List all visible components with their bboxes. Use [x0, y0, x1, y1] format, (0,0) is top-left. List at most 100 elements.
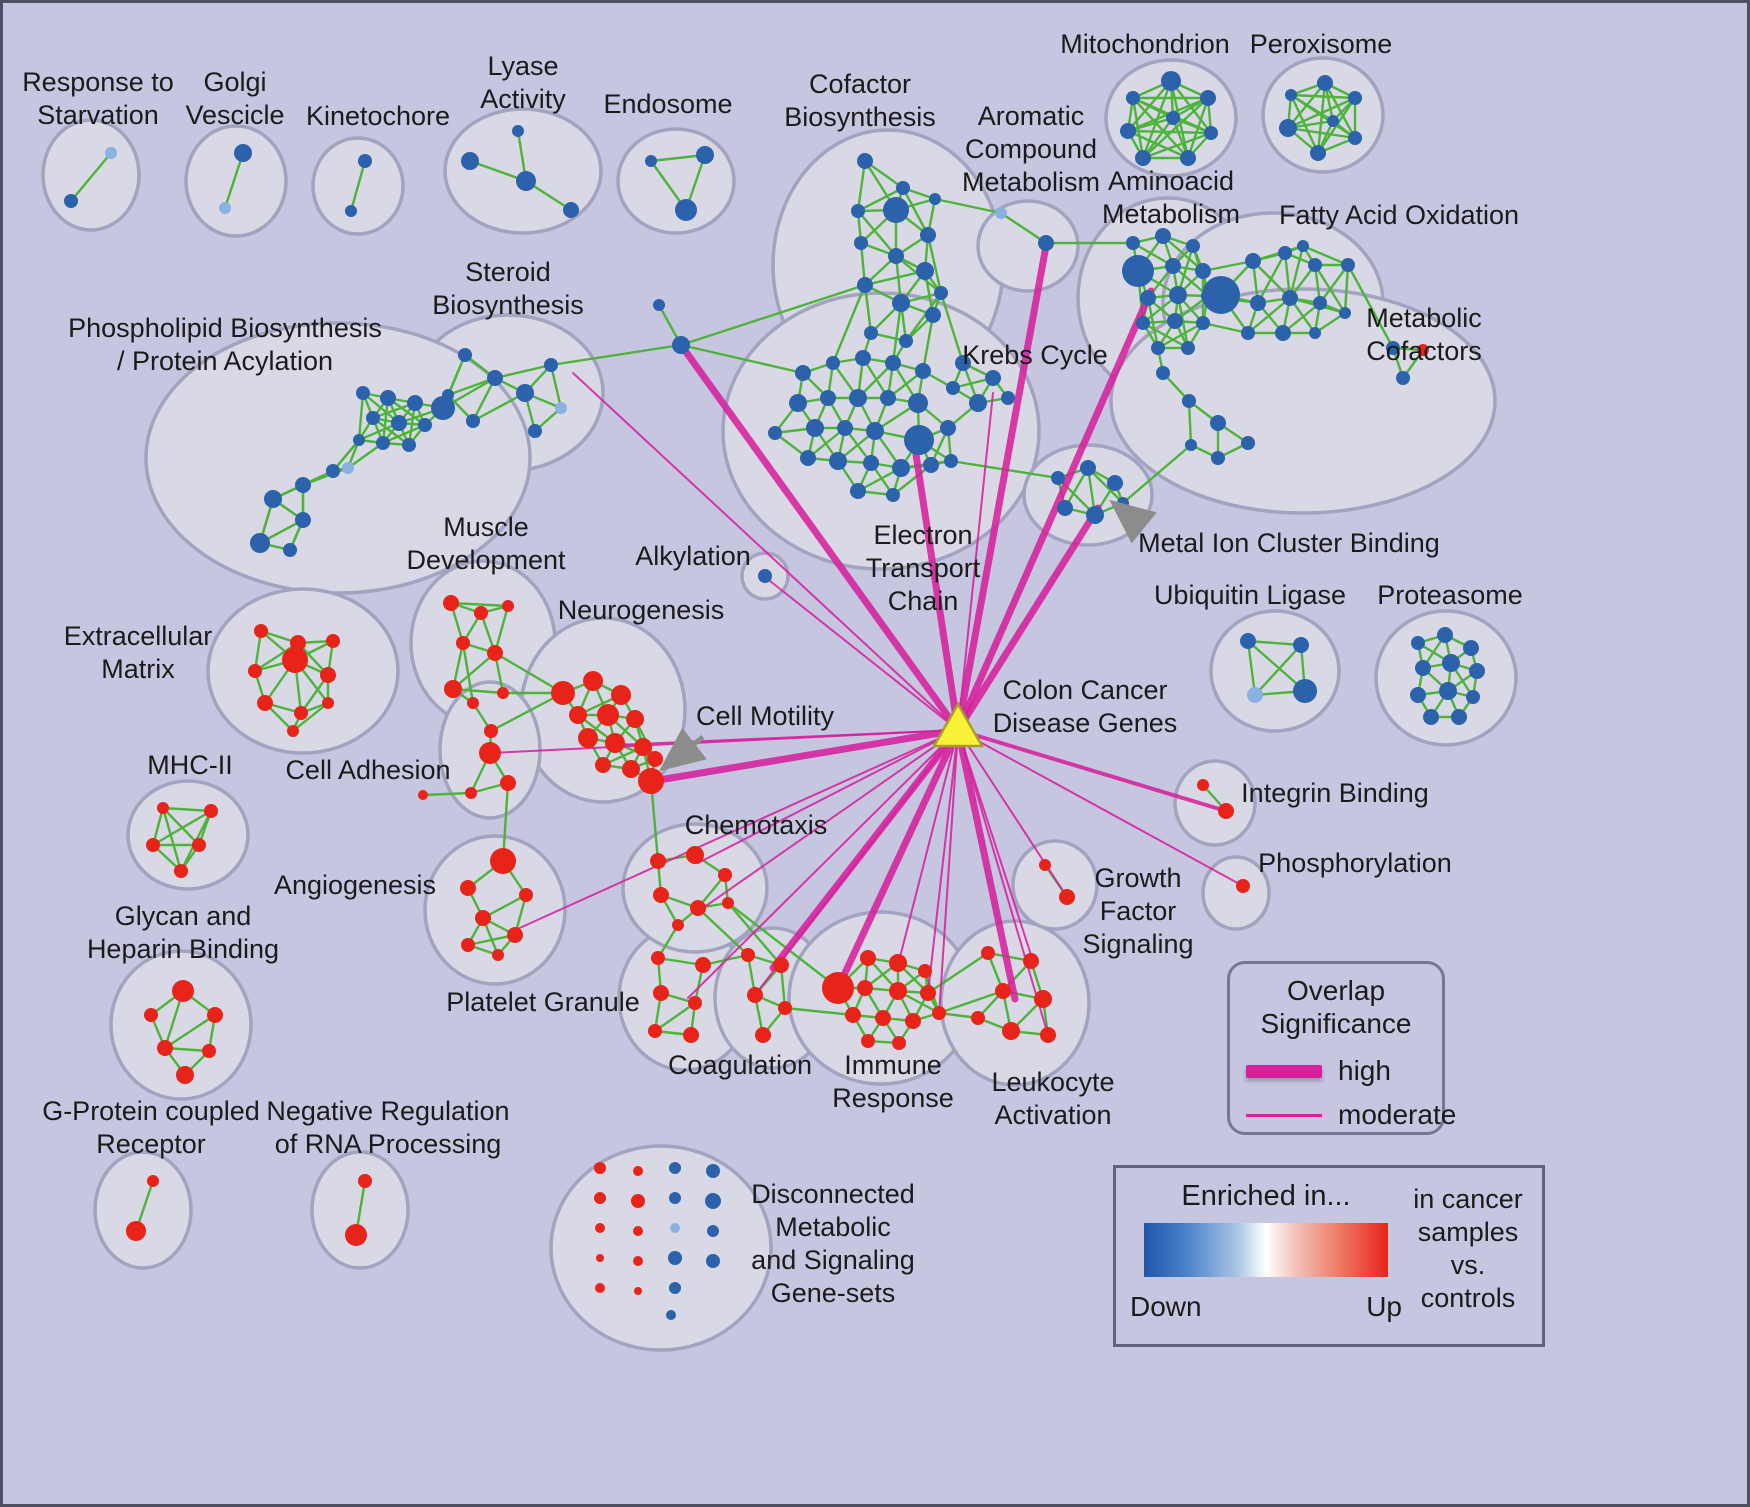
- overlap-edge: [957, 729, 1049, 1036]
- gene-set-node: [1439, 682, 1457, 700]
- enriched-title: Enriched in...: [1181, 1180, 1351, 1212]
- inter-cluster-edge: [680, 343, 804, 375]
- gene-set-node: [443, 595, 459, 611]
- gene-set-node: [126, 1221, 146, 1241]
- gene-set-edge: [857, 210, 897, 257]
- gene-set-edge: [382, 423, 426, 445]
- inter-cluster-edge: [934, 197, 1002, 215]
- gene-set-node: [1241, 326, 1255, 340]
- gene-set-edge: [1187, 400, 1193, 446]
- cluster-ellipse-phosphorylation: [1201, 855, 1271, 931]
- inter-cluster-edge: [1346, 264, 1395, 349]
- gene-set-node: [857, 980, 873, 996]
- overlap-edge: [938, 729, 959, 1016]
- gene-set-node: [1122, 255, 1154, 287]
- inter-cluster-edge: [494, 651, 564, 695]
- gene-set-edge: [422, 791, 472, 797]
- gene-set-edge: [1316, 82, 1327, 154]
- gene-set-edge: [450, 601, 509, 608]
- gene-set-edge: [472, 391, 526, 423]
- gene-set-node: [850, 483, 866, 499]
- gene-set-node: [1151, 341, 1165, 355]
- layer-marks: [659, 499, 1157, 772]
- gene-set-node: [851, 204, 865, 218]
- cluster-ellipse-angiogenesis: [423, 834, 567, 986]
- gene-set-node: [466, 414, 480, 428]
- gene-set-edge: [654, 1002, 696, 1032]
- gene-set-node: [857, 153, 873, 169]
- gene-set-node: [669, 1282, 681, 1294]
- gene-set-node: [981, 946, 995, 960]
- gene-set-node: [1136, 316, 1150, 330]
- cluster-ellipse-golgi-vescicle: [184, 124, 288, 238]
- cluster-label-angiogenesis: Angiogenesis: [274, 870, 436, 900]
- gene-set-edge: [162, 807, 200, 846]
- gene-set-edge: [1343, 264, 1350, 314]
- overlap-edge: [954, 726, 1019, 1003]
- inter-cluster-edge: [1202, 321, 1249, 335]
- gene-set-edge: [223, 152, 245, 209]
- gene-set-edge: [1323, 82, 1357, 139]
- gene-set-node: [955, 355, 971, 371]
- gene-set-node: [290, 635, 306, 651]
- gene-set-node: [826, 356, 840, 370]
- gene-set-edge: [863, 284, 873, 334]
- overlap-edge: [697, 729, 959, 864]
- gene-set-node: [920, 985, 936, 1001]
- cluster-label-integrin-binding: Integrin Binding: [1241, 778, 1429, 808]
- cluster-label-chemotaxis: Chemotaxis: [685, 810, 828, 840]
- gene-set-node: [1218, 803, 1234, 819]
- gene-set-node: [358, 1174, 372, 1188]
- gene-set-node: [502, 600, 514, 612]
- gene-set-node: [254, 624, 268, 638]
- gene-set-node: [461, 938, 475, 952]
- gene-set-node: [1469, 663, 1485, 679]
- gene-set-node: [1241, 436, 1255, 450]
- overlap-edge: [927, 729, 959, 994]
- gene-set-node: [461, 152, 479, 170]
- cluster-ellipse-endosome: [616, 127, 736, 235]
- gene-set-node: [1442, 654, 1460, 672]
- gene-set-node: [722, 897, 734, 909]
- gene-set-node: [1279, 119, 1297, 137]
- cluster-label-fatty-acid-oxidation: Fatty Acid Oxidation: [1279, 200, 1519, 230]
- gene-set-node: [1040, 1027, 1056, 1043]
- gene-set-edge: [856, 160, 867, 212]
- gene-set-node: [594, 1162, 606, 1174]
- gene-set-node: [1182, 394, 1196, 408]
- gene-set-node: [718, 868, 732, 882]
- gene-set-node: [287, 725, 299, 737]
- gene-set-node: [146, 838, 160, 852]
- inter-cluster-edge: [784, 1006, 854, 1017]
- gene-set-edge: [1132, 97, 1189, 159]
- gene-set-node: [174, 864, 188, 878]
- gene-set-node: [1057, 500, 1073, 516]
- gene-set-edge: [1289, 94, 1320, 154]
- gene-set-node: [899, 334, 913, 348]
- gene-set-node: [892, 459, 910, 477]
- gene-set-edge: [892, 464, 932, 496]
- pointer-arrow-icon: [1109, 499, 1157, 544]
- overlap-edge: [957, 729, 1244, 887]
- disease-genes-triangle-icon: [931, 701, 985, 748]
- cluster-label-cell-adhesion: Cell Adhesion: [285, 755, 450, 785]
- gene-set-node: [605, 733, 625, 753]
- gene-set-node: [444, 680, 462, 698]
- gene-set-node: [880, 390, 896, 406]
- gene-set-node: [741, 948, 755, 962]
- gene-set-node: [1195, 263, 1211, 279]
- gene-set-node: [1275, 325, 1291, 341]
- gene-set-node: [1165, 258, 1181, 274]
- gene-set-node: [645, 155, 657, 167]
- gene-set-node: [1236, 879, 1250, 893]
- gene-set-node: [295, 512, 311, 528]
- gene-set-node: [1293, 679, 1317, 703]
- gene-set-node: [563, 202, 579, 218]
- gene-set-node: [1034, 990, 1052, 1008]
- up-label: Up: [1366, 1291, 1402, 1322]
